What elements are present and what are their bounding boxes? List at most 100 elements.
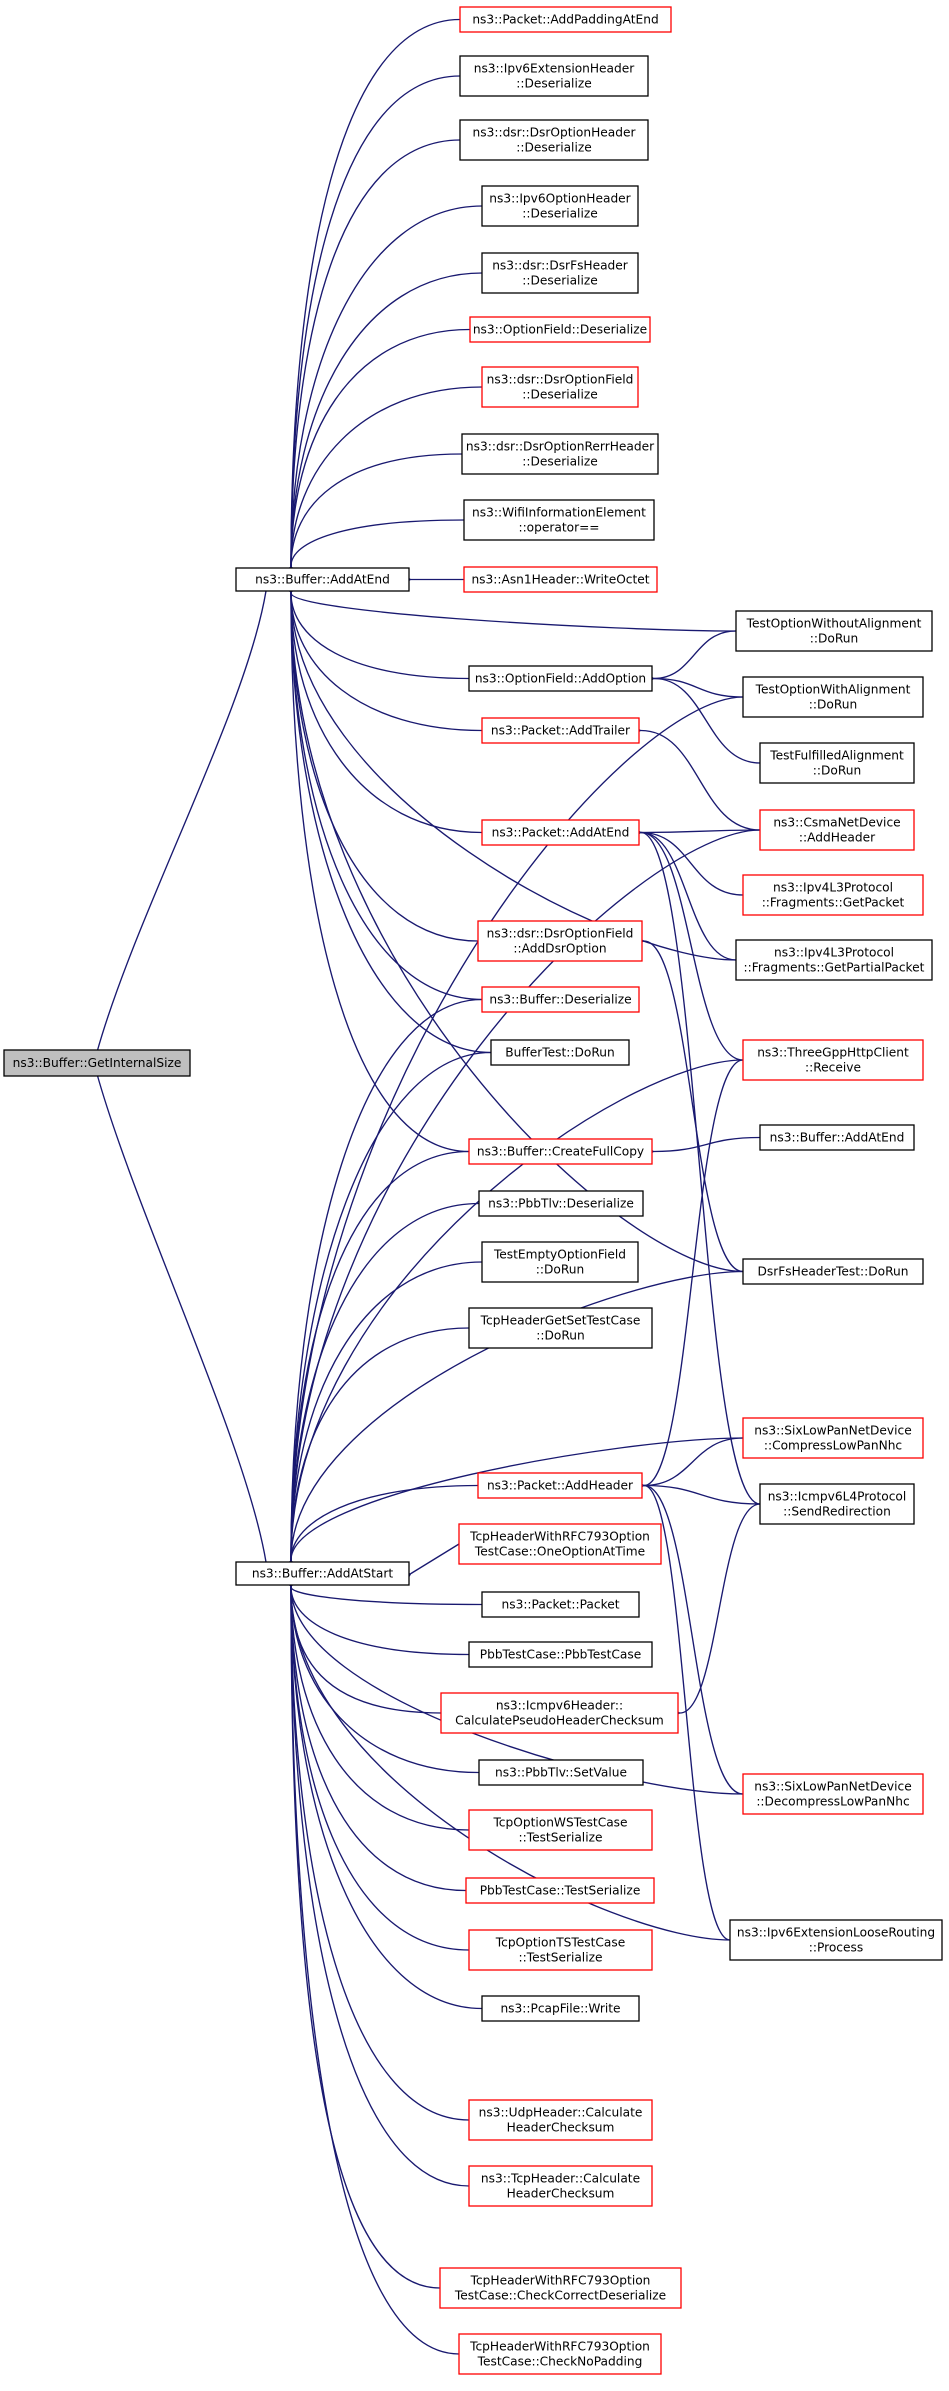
node-test_empty_option_field[interactable]: TestEmptyOptionField::DoRun <box>481 1241 639 1283</box>
node-label-line: CalculatePseudoHeaderChecksum <box>455 1714 664 1728</box>
edge-buffer_deserialize-to-add_at_start <box>285 998 483 1570</box>
node-box <box>468 2099 653 2141</box>
node-test_option_without_alignment[interactable]: TestOptionWithoutAlignment::DoRun <box>735 610 933 652</box>
node-three_gpp_http_client_receive[interactable]: ns3::ThreeGppHttpClient::Receive <box>742 1039 924 1081</box>
node-box <box>481 1995 640 2022</box>
node-box <box>459 55 649 97</box>
node-box <box>481 1591 640 1618</box>
node-box <box>468 1138 653 1165</box>
node-label-line: ::AddHeader <box>799 831 876 845</box>
node-add_at_start[interactable]: ns3::Buffer::AddAtStart <box>235 1561 410 1586</box>
node-label-line: BufferTest::DoRun <box>505 1046 614 1060</box>
node-label-line: TcpHeaderWithRFC793Option <box>469 2340 650 2354</box>
node-label-line: ns3::Ipv4L3Protocol <box>773 881 893 895</box>
node-box <box>481 252 639 294</box>
node-dsr_option_header_deserialize[interactable]: ns3::dsr::DsrOptionHeader::Deserialize <box>459 119 649 161</box>
node-test_fulfilled_alignment[interactable]: TestFulfilledAlignment::DoRun <box>759 742 915 784</box>
node-dsr_option_field_add_dsr_option[interactable]: ns3::dsr::DsrOptionField::AddDsrOption <box>477 920 643 962</box>
edge-three_gpp_http_client_receive-to-packet_add_at_end <box>631 827 744 1061</box>
node-dsr_option_rerr_header_deserialize[interactable]: ns3::dsr::DsrOptionRerrHeader::Deseriali… <box>461 433 659 475</box>
edge-tcp_header_checksum-to-add_at_start <box>285 1577 470 2187</box>
node-wifi_info_element_eq[interactable]: ns3::WifiInformationElement::operator== <box>463 499 655 541</box>
node-icmpv6l4_send_redirection[interactable]: ns3::Icmpv6L4Protocol::SendRedirection <box>759 1483 915 1525</box>
node-box <box>759 1124 915 1151</box>
node-sixlowpan_compress_nhc[interactable]: ns3::SixLowPanNetDevice::CompressLowPanN… <box>742 1417 924 1459</box>
node-label-line: DsrFsHeaderTest::DoRun <box>758 1265 909 1279</box>
node-add_at_end[interactable]: ns3::Buffer::AddAtEnd <box>235 567 410 592</box>
node-box <box>742 874 924 916</box>
node-packet_packet[interactable]: ns3::Packet::Packet <box>481 1591 640 1618</box>
node-packet_add_header[interactable]: ns3::Packet::AddHeader <box>477 1472 643 1499</box>
node-tcp_rfc793_check_no_padding[interactable]: TcpHeaderWithRFC793OptionTestCase::Check… <box>458 2333 662 2375</box>
node-box <box>468 1307 653 1349</box>
node-box <box>439 2267 682 2309</box>
node-ipv6_option_header_deserialize[interactable]: ns3::Ipv6OptionHeader::Deserialize <box>481 185 639 227</box>
node-dsr_fs_header_test[interactable]: DsrFsHeaderTest::DoRun <box>742 1258 924 1285</box>
edge-icmpv6l4_send_redirection-to-icmpv6_pseudo_checksum <box>670 1503 761 1719</box>
node-pbb_test_case[interactable]: PbbTestCase::PbbTestCase <box>468 1641 653 1668</box>
node-label-line: ns3::Packet::AddHeader <box>487 1479 634 1493</box>
node-label-line: ns3::OptionField::AddOption <box>475 672 646 686</box>
node-label-line: ::Deserialize <box>522 274 597 288</box>
edge-ipv6_ext_header_deserialize-to-add_at_end <box>285 75 461 576</box>
node-box <box>742 1417 924 1459</box>
node-packet_add_at_end[interactable]: ns3::Packet::AddAtEnd <box>481 819 640 846</box>
node-label-line: ns3::dsr::DsrOptionRerrHeader <box>466 440 655 454</box>
edge-tcp_rfc793_check_no_padding-to-add_at_start <box>285 1577 460 2355</box>
node-buffer_test_do_run[interactable]: BufferTest::DoRun <box>490 1039 630 1066</box>
node-label-line: ::Deserialize <box>522 207 597 221</box>
node-tcp_header_get_set_test_case[interactable]: TcpHeaderGetSetTestCase::DoRun <box>468 1307 653 1349</box>
node-label-line: ns3::Ipv6OptionHeader <box>489 192 631 206</box>
edge-csma_add_header-to-packet_add_at_end <box>631 827 761 838</box>
edge-test_empty_option_field-to-add_at_start <box>285 1261 483 1570</box>
node-box <box>468 1641 653 1668</box>
node-sixlowpan_decompress_nhc[interactable]: ns3::SixLowPanNetDevice::DecompressLowPa… <box>742 1773 924 1815</box>
node-box <box>742 1039 924 1081</box>
node-csma_add_header[interactable]: ns3::CsmaNetDevice::AddHeader <box>759 809 915 851</box>
node-dsr_option_field_deserialize[interactable]: ns3::dsr::DsrOptionField::Deserialize <box>481 366 639 408</box>
node-packet_add_padding_at_end[interactable]: ns3::Packet::AddPaddingAtEnd <box>459 6 672 33</box>
node-buffer_add_at_end_2[interactable]: ns3::Buffer::AddAtEnd <box>759 1124 915 1151</box>
node-icmpv6_pseudo_checksum[interactable]: ns3::Icmpv6Header::CalculatePseudoHeader… <box>440 1692 679 1734</box>
node-label-line: ::Fragments::GetPacket <box>762 896 905 910</box>
edge-dsr_option_field_deserialize-to-add_at_end <box>285 386 483 576</box>
edge-ipv6_option_header_deserialize-to-add_at_end <box>285 205 483 576</box>
node-pbb_tlv_deserialize[interactable]: ns3::PbbTlv::Deserialize <box>478 1190 644 1217</box>
node-label-line: ns3::Packet::Packet <box>502 1598 620 1612</box>
node-asn1_write_octet[interactable]: ns3::Asn1Header::WriteOctet <box>463 566 658 593</box>
node-buffer_deserialize[interactable]: ns3::Buffer::Deserialize <box>481 986 640 1013</box>
node-tcp_rfc793_check_deserialize[interactable]: TcpHeaderWithRFC793OptionTestCase::Check… <box>439 2267 682 2309</box>
node-buffer_create_full_copy[interactable]: ns3::Buffer::CreateFullCopy <box>468 1138 653 1165</box>
node-test_option_with_alignment[interactable]: TestOptionWithAlignment::DoRun <box>742 676 924 718</box>
node-option_field_add_option[interactable]: ns3::OptionField::AddOption <box>468 665 653 692</box>
node-label-line: ::Process <box>809 1941 863 1955</box>
node-box <box>468 2165 653 2207</box>
node-label-line: ::AddDsrOption <box>513 942 606 956</box>
edges <box>89 18 761 2355</box>
node-label-line: ::TestSerialize <box>519 1951 603 1965</box>
node-label-line: ns3::Buffer::CreateFullCopy <box>477 1145 644 1159</box>
node-option_field_deserialize[interactable]: ns3::OptionField::Deserialize <box>469 316 651 343</box>
node-label-line: TcpOptionTSTestCase <box>495 1936 626 1950</box>
node-label-line: ns3::WifiInformationElement <box>472 506 646 520</box>
node-tcp_option_ts_test_serialize[interactable]: TcpOptionTSTestCase::TestSerialize <box>468 1929 653 1971</box>
node-label-line: ::Receive <box>805 1061 861 1075</box>
node-tcp_rfc793_one_option[interactable]: TcpHeaderWithRFC793OptionTestCase::OneOp… <box>458 1523 662 1565</box>
node-dsr_fs_header_deserialize[interactable]: ns3::dsr::DsrFsHeader::Deserialize <box>481 252 639 294</box>
node-box <box>735 610 933 652</box>
node-ipv6_ext_loose_routing_process[interactable]: ns3::Ipv6ExtensionLooseRouting::Process <box>729 1919 943 1961</box>
edge-pbb_test_case_serialize-to-add_at_start <box>285 1577 467 1892</box>
node-pbb_test_case_serialize[interactable]: PbbTestCase::TestSerialize <box>465 1877 655 1904</box>
node-label-line: ns3::Ipv6ExtensionHeader <box>474 62 636 76</box>
node-pcap_file_write[interactable]: ns3::PcapFile::Write <box>481 1995 640 2022</box>
node-packet_add_trailer[interactable]: ns3::Packet::AddTrailer <box>481 717 640 744</box>
node-label-line: TestCase::CheckNoPadding <box>477 2355 643 2369</box>
node-pbb_tlv_set_value[interactable]: ns3::PbbTlv::SetValue <box>478 1759 644 1786</box>
node-ipv4l3_fragments_get_partial[interactable]: ns3::Ipv4L3Protocol::Fragments::GetParti… <box>735 939 933 981</box>
node-ipv4l3_fragments_get_packet[interactable]: ns3::Ipv4L3Protocol::Fragments::GetPacke… <box>742 874 924 916</box>
node-ipv6_ext_header_deserialize[interactable]: ns3::Ipv6ExtensionHeader::Deserialize <box>459 55 649 97</box>
node-tcp_option_ws_test_serialize[interactable]: TcpOptionWSTestCase::TestSerialize <box>468 1809 653 1851</box>
node-label-line: TestOptionWithAlignment <box>755 683 911 697</box>
